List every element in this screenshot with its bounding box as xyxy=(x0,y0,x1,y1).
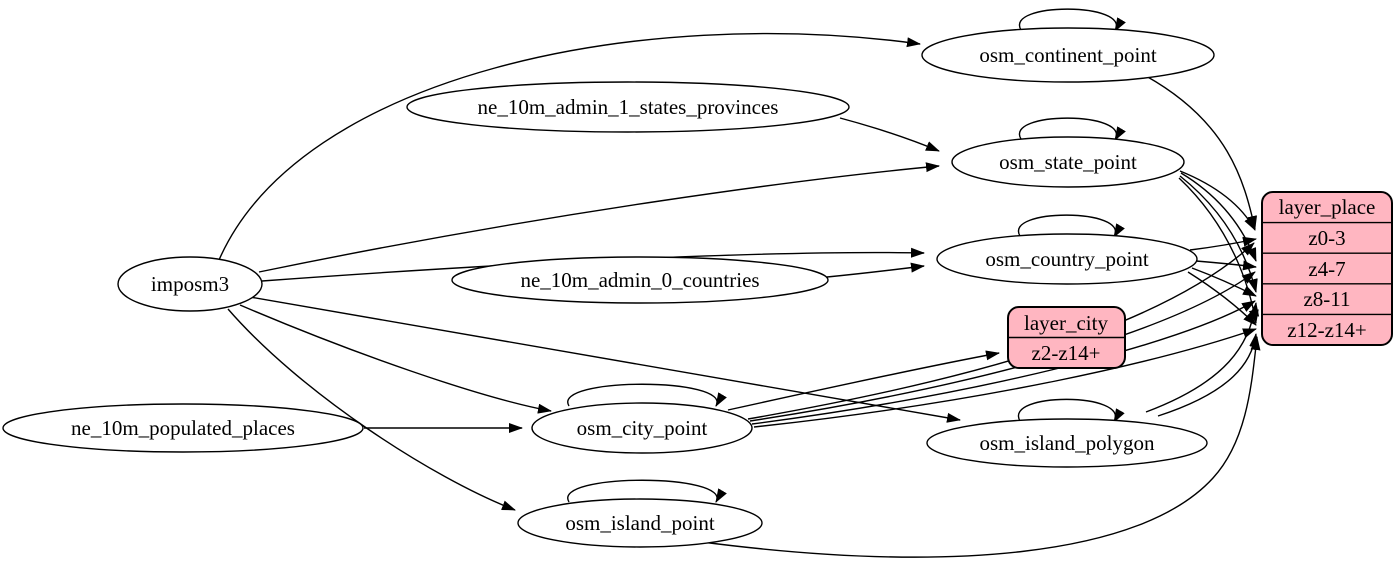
osm_city_point-ellipse xyxy=(531,402,753,454)
layer_place-box xyxy=(1261,191,1393,346)
edge-ne_10m_admin_0_countries-osm_country_point xyxy=(826,262,925,278)
self-loop-osm_state_point xyxy=(1018,117,1126,141)
edge-layer xyxy=(218,8,1261,558)
edge-osm_city_point-layer_city xyxy=(727,350,1000,411)
self-loop-osm_country_point xyxy=(1017,214,1125,238)
edge-imposm3-osm_continent_point xyxy=(218,32,921,261)
node-ne_10m_populated_places: ne_10m_populated_places xyxy=(2,403,364,453)
osm_island_polygon-label: osm_island_polygon xyxy=(979,431,1155,455)
node-layer_city: layer_city z2-z14+ xyxy=(1007,306,1126,369)
edge-osm_island_polygon-layer_place-z8-11 xyxy=(1145,302,1260,413)
node-ne_10m_admin_0_countries: ne_10m_admin_0_countries xyxy=(451,256,829,304)
edge-osm_country_point-layer_place-z8-11 xyxy=(1191,267,1257,297)
edge-imposm3-osm_city_point xyxy=(239,304,552,414)
ne_10m_admin_0_countries-ellipse xyxy=(451,256,829,304)
imposm3-label: imposm3 xyxy=(151,272,229,296)
edge-imposm3-osm_state_point xyxy=(258,162,940,273)
node-imposm3: imposm3 xyxy=(117,256,263,312)
self-loop-osm_city_point xyxy=(567,383,727,407)
node-osm_state_point: osm_state_point xyxy=(951,136,1185,188)
edge-imposm3-osm_island_polygon xyxy=(249,296,961,423)
osm_country_point-label: osm_country_point xyxy=(985,247,1148,271)
edge-ne_10m_admin_1_states_provinces-osm_state_point xyxy=(839,117,940,152)
node-ne_10m_admin_1_states_provinces: ne_10m_admin_1_states_provinces xyxy=(406,81,850,133)
osm_country_point-ellipse xyxy=(936,233,1198,285)
node-layer_place: layer_place z0-3 z4-7 z8-11 z12-z14+ xyxy=(1261,191,1393,346)
osm_continent_point-label: osm_continent_point xyxy=(979,43,1156,67)
edge-osm_island_point-layer_place-z12-z14 xyxy=(701,336,1261,558)
node-osm_continent_point: osm_continent_point xyxy=(921,27,1215,83)
osm_island_point-label: osm_island_point xyxy=(565,511,715,535)
ne_10m_admin_1_states_provinces-ellipse xyxy=(406,81,850,133)
ne_10m_admin_1_states_provinces-label: ne_10m_admin_1_states_provinces xyxy=(478,95,779,119)
ne_10m_populated_places-ellipse xyxy=(2,403,364,453)
self-loop-osm_continent_point xyxy=(1018,8,1126,32)
edge-osm_state_point-layer_place-z0-3 xyxy=(1179,170,1256,231)
edge-osm_country_point-layer_place-z12-z14 xyxy=(1187,271,1257,326)
layer_city-title: layer_city xyxy=(1024,311,1108,335)
osm_island_point-ellipse xyxy=(517,498,763,548)
node-osm_country_point: osm_country_point xyxy=(936,233,1198,285)
layer_place-title: layer_place xyxy=(1279,195,1376,219)
imposm3-ellipse xyxy=(117,256,263,312)
ne_10m_populated_places-label: ne_10m_populated_places xyxy=(71,416,295,440)
osm_island_polygon-ellipse xyxy=(926,418,1208,468)
osm_city_point-label: osm_city_point xyxy=(577,416,708,440)
self-loop-osm_island_polygon xyxy=(1017,398,1125,423)
node-osm_city_point: osm_city_point xyxy=(531,402,753,454)
osm_state_point-ellipse xyxy=(951,136,1185,188)
layer_place-row-z4-7: z4-7 xyxy=(1308,257,1345,281)
edge-osm_country_point-layer_place-z0-3 xyxy=(1189,236,1257,251)
node-osm_island_point: osm_island_point xyxy=(517,498,763,548)
osm_continent_point-ellipse xyxy=(921,27,1215,83)
ne_10m_admin_0_countries-label: ne_10m_admin_0_countries xyxy=(520,268,759,292)
edge-osm_continent_point-layer_place-z0-3 xyxy=(1145,75,1258,230)
node-osm_island_polygon: osm_island_polygon xyxy=(926,418,1208,468)
layer_place-row-z12-z14: z12-z14+ xyxy=(1287,318,1366,342)
osm_state_point-label: osm_state_point xyxy=(999,150,1137,174)
layer_place-row-z8-11: z8-11 xyxy=(1303,287,1350,311)
edge-osm_city_point-layer_place-z12-z14 xyxy=(753,328,1257,428)
layer_place-row-z0-3: z0-3 xyxy=(1308,226,1345,250)
self-loop-osm_island_point xyxy=(567,479,727,503)
layer_city-row-z2-z14: z2-z14+ xyxy=(1032,341,1101,365)
